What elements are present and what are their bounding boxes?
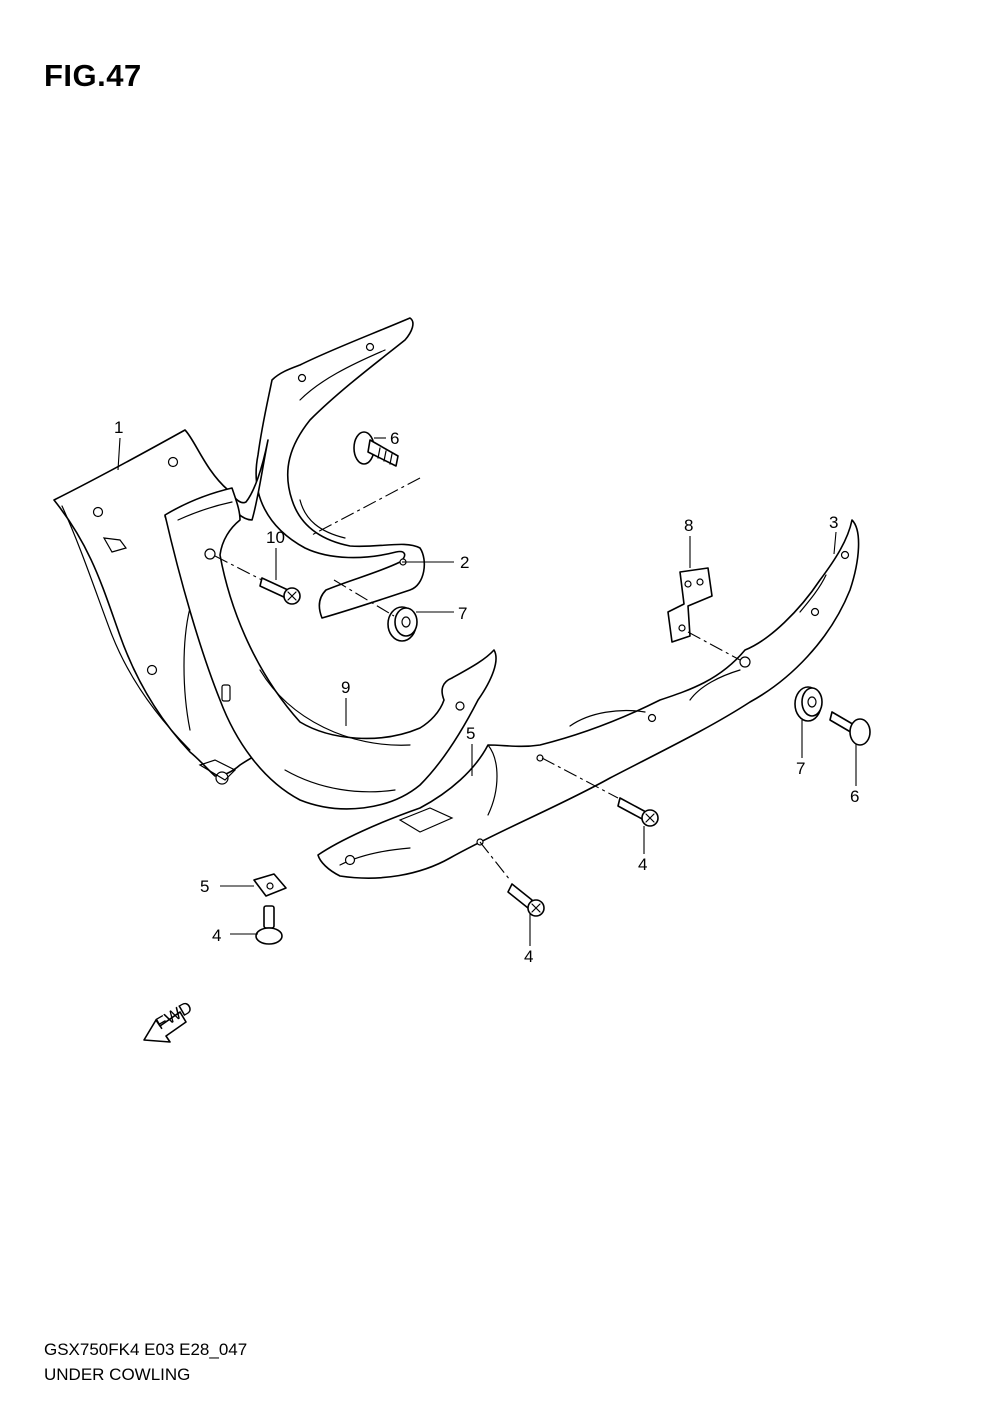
part-10-screw (259, 577, 301, 605)
model-code: GSX750FK4 E03 E28_047 (44, 1340, 248, 1359)
part-8-bracket (667, 567, 713, 643)
callout-6-lower: 6 (850, 787, 859, 806)
part-7-grommet-lower (794, 686, 823, 722)
callout-7-upper: 7 (458, 604, 467, 623)
callout-8: 8 (684, 516, 693, 535)
part-4-bolt-b (507, 883, 545, 917)
callout-6-upper: 6 (390, 429, 399, 448)
callout-4-c: 4 (212, 926, 221, 945)
leader-1 (117, 437, 121, 471)
part-6-bolt-upper (353, 431, 399, 467)
fwd-arrow-icon: FWD (143, 998, 196, 1043)
callout-2: 2 (460, 553, 469, 572)
part-4-bolt-c (255, 905, 283, 945)
callout-5-upper: 5 (466, 724, 475, 743)
assembly-line-bracket8 (687, 631, 741, 661)
callout-10: 10 (266, 528, 285, 547)
assembly-line-grommet7-upper (333, 579, 395, 617)
leader-3 (833, 531, 837, 555)
callout-5-lower: 5 (200, 877, 209, 896)
figure-caption: UNDER COWLING (44, 1365, 191, 1384)
part-7-grommet-upper (387, 606, 418, 642)
assembly-line-bolt10 (214, 555, 263, 581)
part-9-front-lower-cover (164, 487, 497, 810)
part-2-inner-panel (255, 317, 426, 619)
assembly-line-bolt4-b (479, 841, 511, 881)
part-5-clip-nut (253, 873, 287, 897)
part-4-bolt-a (617, 797, 659, 827)
callout-9: 9 (341, 678, 350, 697)
assembly-line-bolt6-upper (309, 477, 421, 537)
part-3-right-lower-cowling (317, 519, 860, 879)
callout-3: 3 (829, 513, 838, 532)
callout-1: 1 (114, 418, 123, 437)
callout-4-b: 4 (524, 947, 533, 966)
figure-footer: GSX750FK4 E03 E28_047 UNDER COWLING (44, 1337, 247, 1387)
figure-title: FIG.47 (44, 58, 142, 93)
part-6-bolt-lower (829, 711, 871, 746)
callout-7-lower: 7 (796, 759, 805, 778)
callout-4-a: 4 (638, 855, 647, 874)
